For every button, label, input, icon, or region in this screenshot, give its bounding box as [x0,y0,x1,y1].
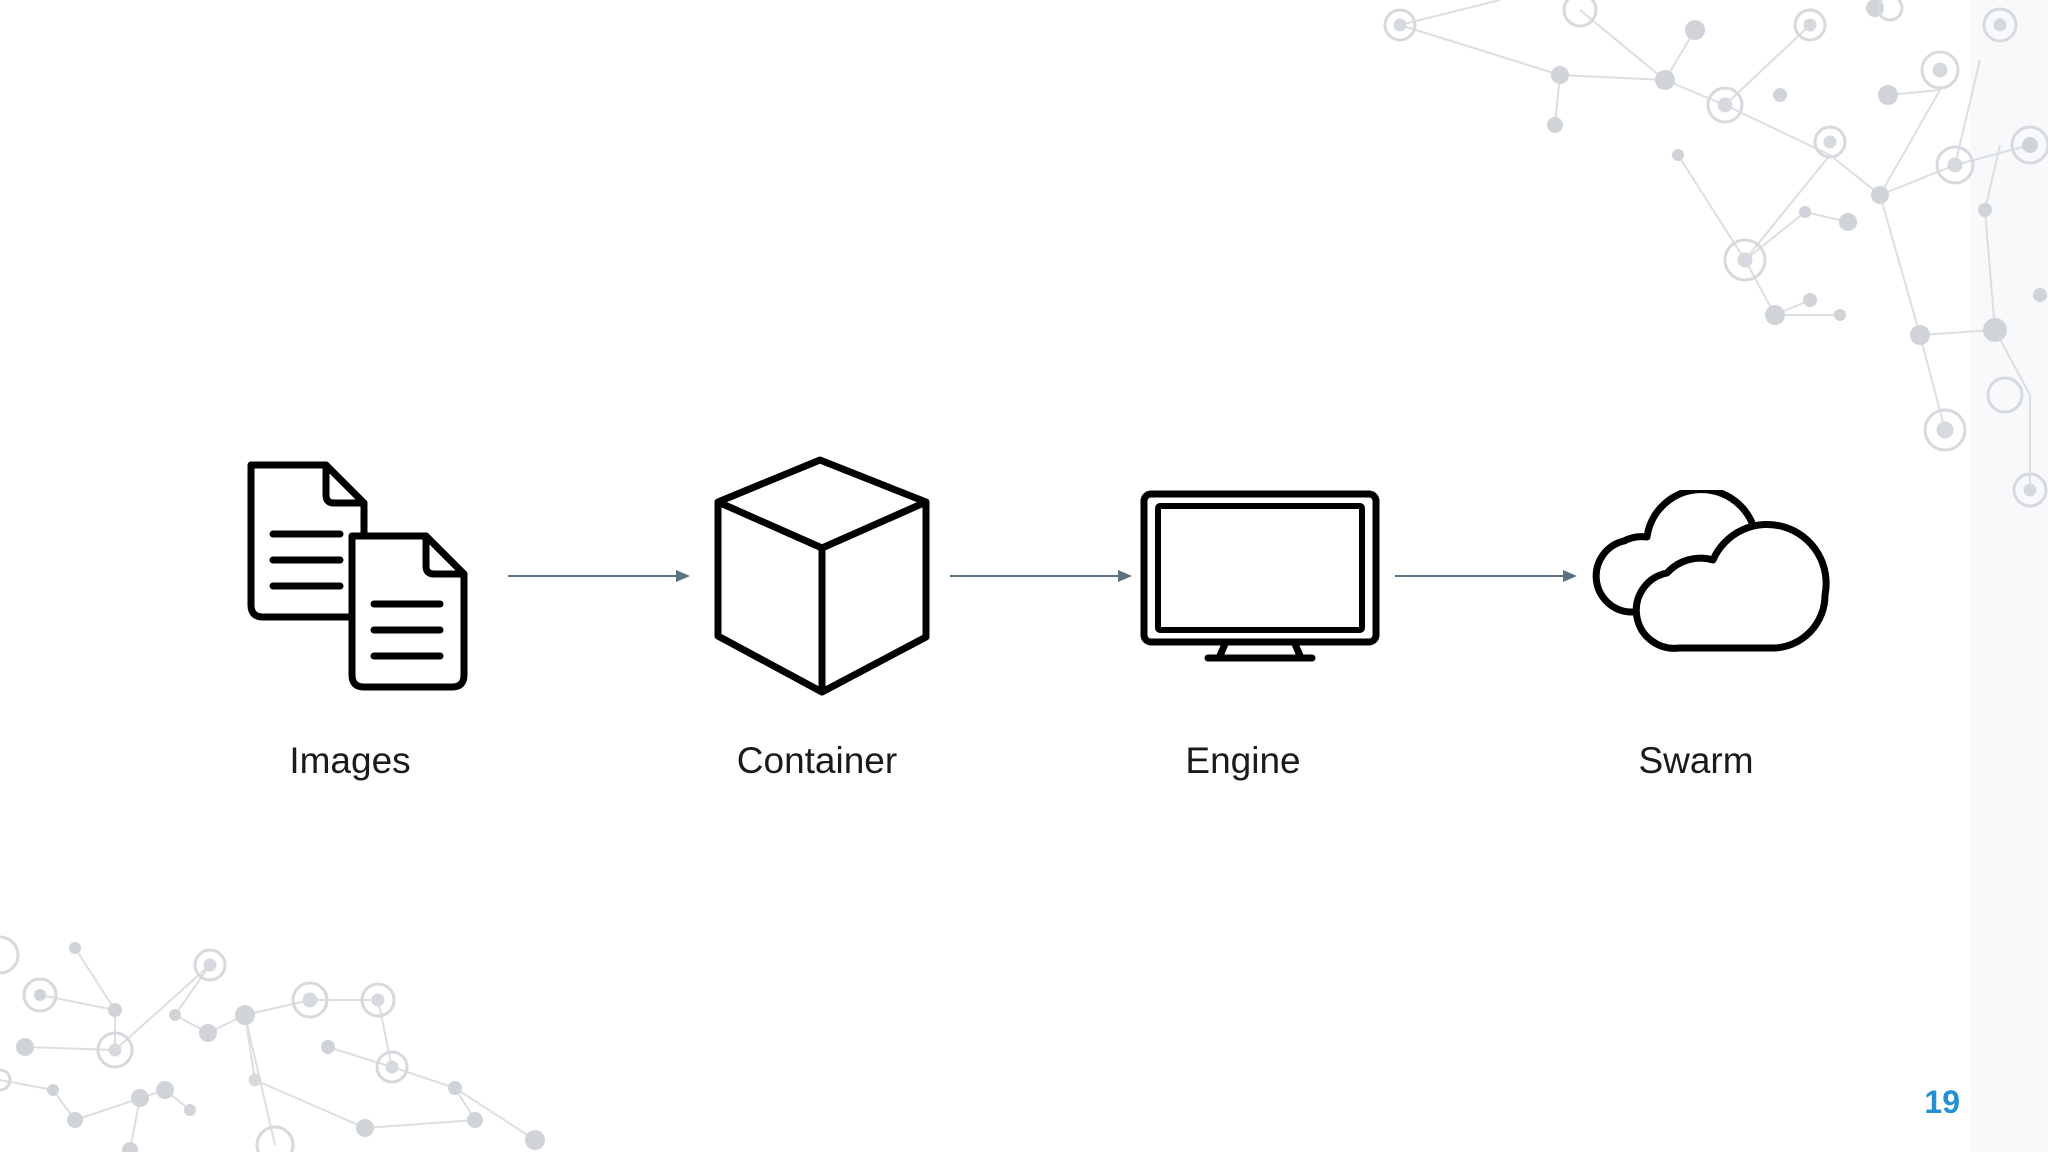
page-number: 19 [1924,1084,1960,1120]
node-label-swarm: Swarm [1638,740,1754,781]
node-label-engine: Engine [1185,740,1301,781]
clouds-icon [1592,490,1830,652]
arrow-images-to-container [508,570,690,582]
right-margin-strip [1970,0,2048,1152]
node-label-container: Container [736,740,898,781]
arrow-container-to-engine [950,570,1132,582]
node-label-images: Images [289,740,411,781]
arrow-engine-to-swarm [1395,570,1577,582]
monitor-icon [1140,490,1380,662]
cube-icon [714,456,930,696]
documents-icon [247,461,468,691]
